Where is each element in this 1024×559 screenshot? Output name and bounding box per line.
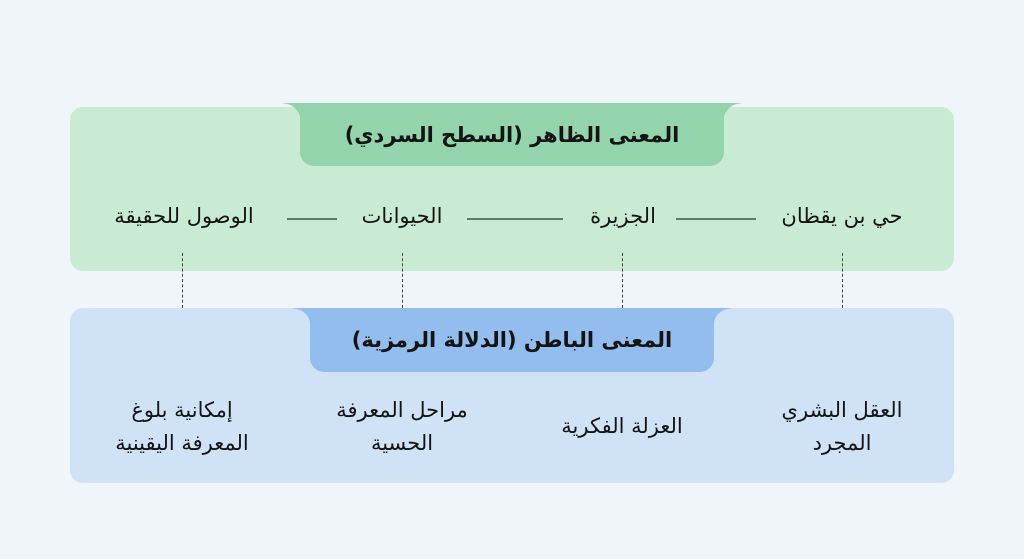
hidden-node-line: العزلة الفكرية	[561, 414, 683, 438]
surface-meaning-title: المعنى الظاهر (السطح السردي)	[283, 103, 741, 166]
hidden-node-abstract-mind: العقل البشري المجرد	[782, 394, 903, 460]
hidden-node-line: مراحل المعرفة	[336, 398, 468, 422]
hidden-meaning-panel: المعنى الباطن (الدلالة الرمزية) العقل ال…	[70, 308, 954, 483]
hidden-node-line: المعرفة اليقينية	[115, 431, 249, 455]
surface-meaning-panel: المعنى الظاهر (السطح السردي) حي بن يقظان…	[70, 103, 954, 271]
surface-node-reaching-truth: الوصول للحقيقة	[114, 204, 254, 228]
hidden-node-line: المجرد	[812, 431, 872, 455]
surface-node-hayy-ibn-yaqzan: حي بن يقظان	[781, 204, 903, 228]
hidden-node-line: إمكانية بلوغ	[131, 398, 233, 422]
hidden-meaning-title: المعنى الباطن (الدلالة الرمزية)	[293, 308, 731, 372]
surface-node-island: الجزيرة	[590, 204, 656, 228]
connector-line-1	[676, 218, 756, 220]
connector-line-3	[287, 218, 337, 220]
hidden-node-sensory-knowledge: مراحل المعرفة الحسية	[336, 394, 468, 460]
surface-node-animals: الحيوانات	[361, 204, 443, 228]
hidden-node-intellectual-isolation: العزلة الفكرية	[561, 410, 682, 443]
dashed-link-3	[402, 253, 403, 308]
hidden-node-certain-knowledge: إمكانية بلوغ المعرفة اليقينية	[115, 394, 249, 460]
hidden-node-line: الحسية	[370, 431, 434, 455]
dashed-link-2	[622, 253, 623, 308]
dashed-link-4	[182, 253, 183, 308]
hidden-node-line: العقل البشري	[781, 398, 903, 422]
connector-line-2	[467, 218, 563, 220]
dashed-link-1	[842, 253, 843, 308]
